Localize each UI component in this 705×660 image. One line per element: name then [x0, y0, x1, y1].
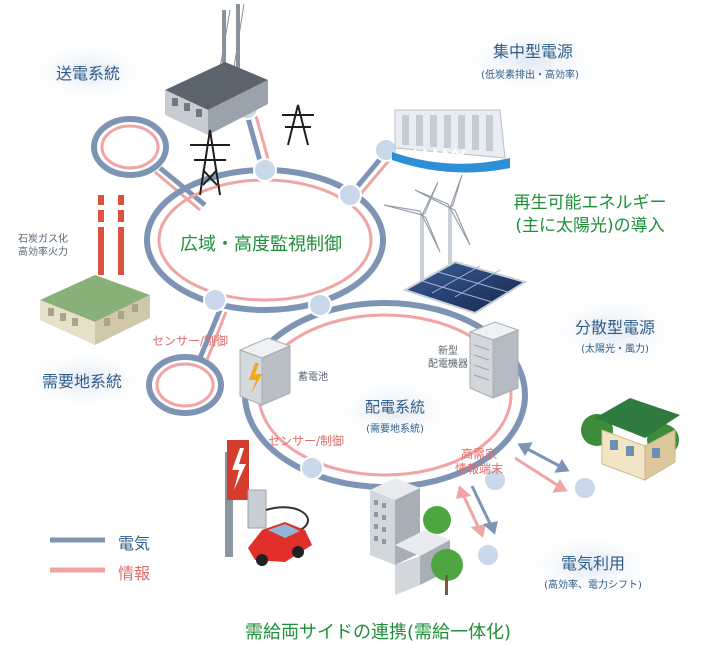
label-sensor-control-1: センサー/制御	[152, 334, 229, 348]
node-ring-right	[338, 183, 362, 207]
halo-distribution	[325, 376, 465, 444]
halo-distributed	[540, 290, 690, 370]
node-ring-left	[203, 288, 227, 312]
label-demand-system: 需要地系統	[42, 372, 123, 391]
electric-car-icon	[248, 522, 312, 566]
label-distribution: 配電系統	[364, 398, 426, 416]
node-tower	[253, 158, 277, 182]
node-house	[573, 476, 597, 500]
coal-plant-icon	[40, 195, 150, 345]
distribution-equipment-icon	[468, 321, 520, 399]
house-icon	[581, 398, 680, 481]
ev-charger-icon	[225, 440, 309, 557]
thermal-plant-icon	[165, 3, 268, 135]
label-usage: 電気利用	[560, 554, 626, 573]
halo-transmission	[20, 38, 160, 106]
label-battery: 蓄電池	[298, 372, 328, 383]
label-centralized: 集中型電源	[492, 42, 574, 61]
demand-ring	[146, 309, 228, 416]
label-transmission: 送電系統	[56, 64, 121, 83]
hydro-dam-icon	[392, 109, 510, 173]
label-usage-sub: (高効率、電力シフト)	[544, 580, 642, 591]
halo-usage	[515, 529, 665, 601]
office-building-icon	[370, 478, 463, 595]
link-hydro-info	[357, 156, 394, 197]
label-distributed: 分散型電源	[574, 318, 656, 337]
link-plant-info	[254, 115, 272, 167]
label-terminal: 高需家 情報端末	[455, 447, 504, 476]
label-distributed-sub: (太陽光・風力)	[581, 344, 649, 355]
node-ring-link	[308, 293, 332, 317]
label-legend-power: 電気	[118, 534, 151, 553]
solar-panel-icon	[402, 260, 528, 315]
terminal-arrows	[456, 442, 570, 538]
halo-centralized	[450, 22, 610, 98]
transmission-ring	[91, 116, 207, 212]
label-wide-area: 広域・高度監視制御	[180, 234, 342, 255]
label-renewable-2: (主に太陽光)の導入	[515, 216, 665, 236]
battery-icon	[238, 337, 292, 406]
halo-demand	[15, 346, 155, 414]
node-dist-right	[483, 468, 507, 492]
label-new-equipment: 新型 配電機器	[428, 346, 468, 370]
label-legend-info: 情報	[118, 564, 151, 583]
node-hydro	[374, 138, 398, 162]
wind-turbine-icon	[383, 174, 471, 290]
label-centralized-sub: (低炭素排出・高効率)	[481, 70, 579, 81]
label-renewable-1: 再生可能エネルギー	[513, 193, 667, 213]
node-usage	[476, 543, 500, 567]
label-coal: 石炭ガス化 高効率火力	[18, 234, 68, 258]
transmission-tower-icon	[190, 104, 314, 196]
label-footer: 需給両サイドの連携(需給一体化)	[244, 622, 512, 643]
node-dist-bottom	[300, 456, 324, 480]
label-distribution-sub: (需要地系統)	[366, 424, 424, 435]
label-sensor-control-2: センサー/制御	[268, 434, 345, 448]
